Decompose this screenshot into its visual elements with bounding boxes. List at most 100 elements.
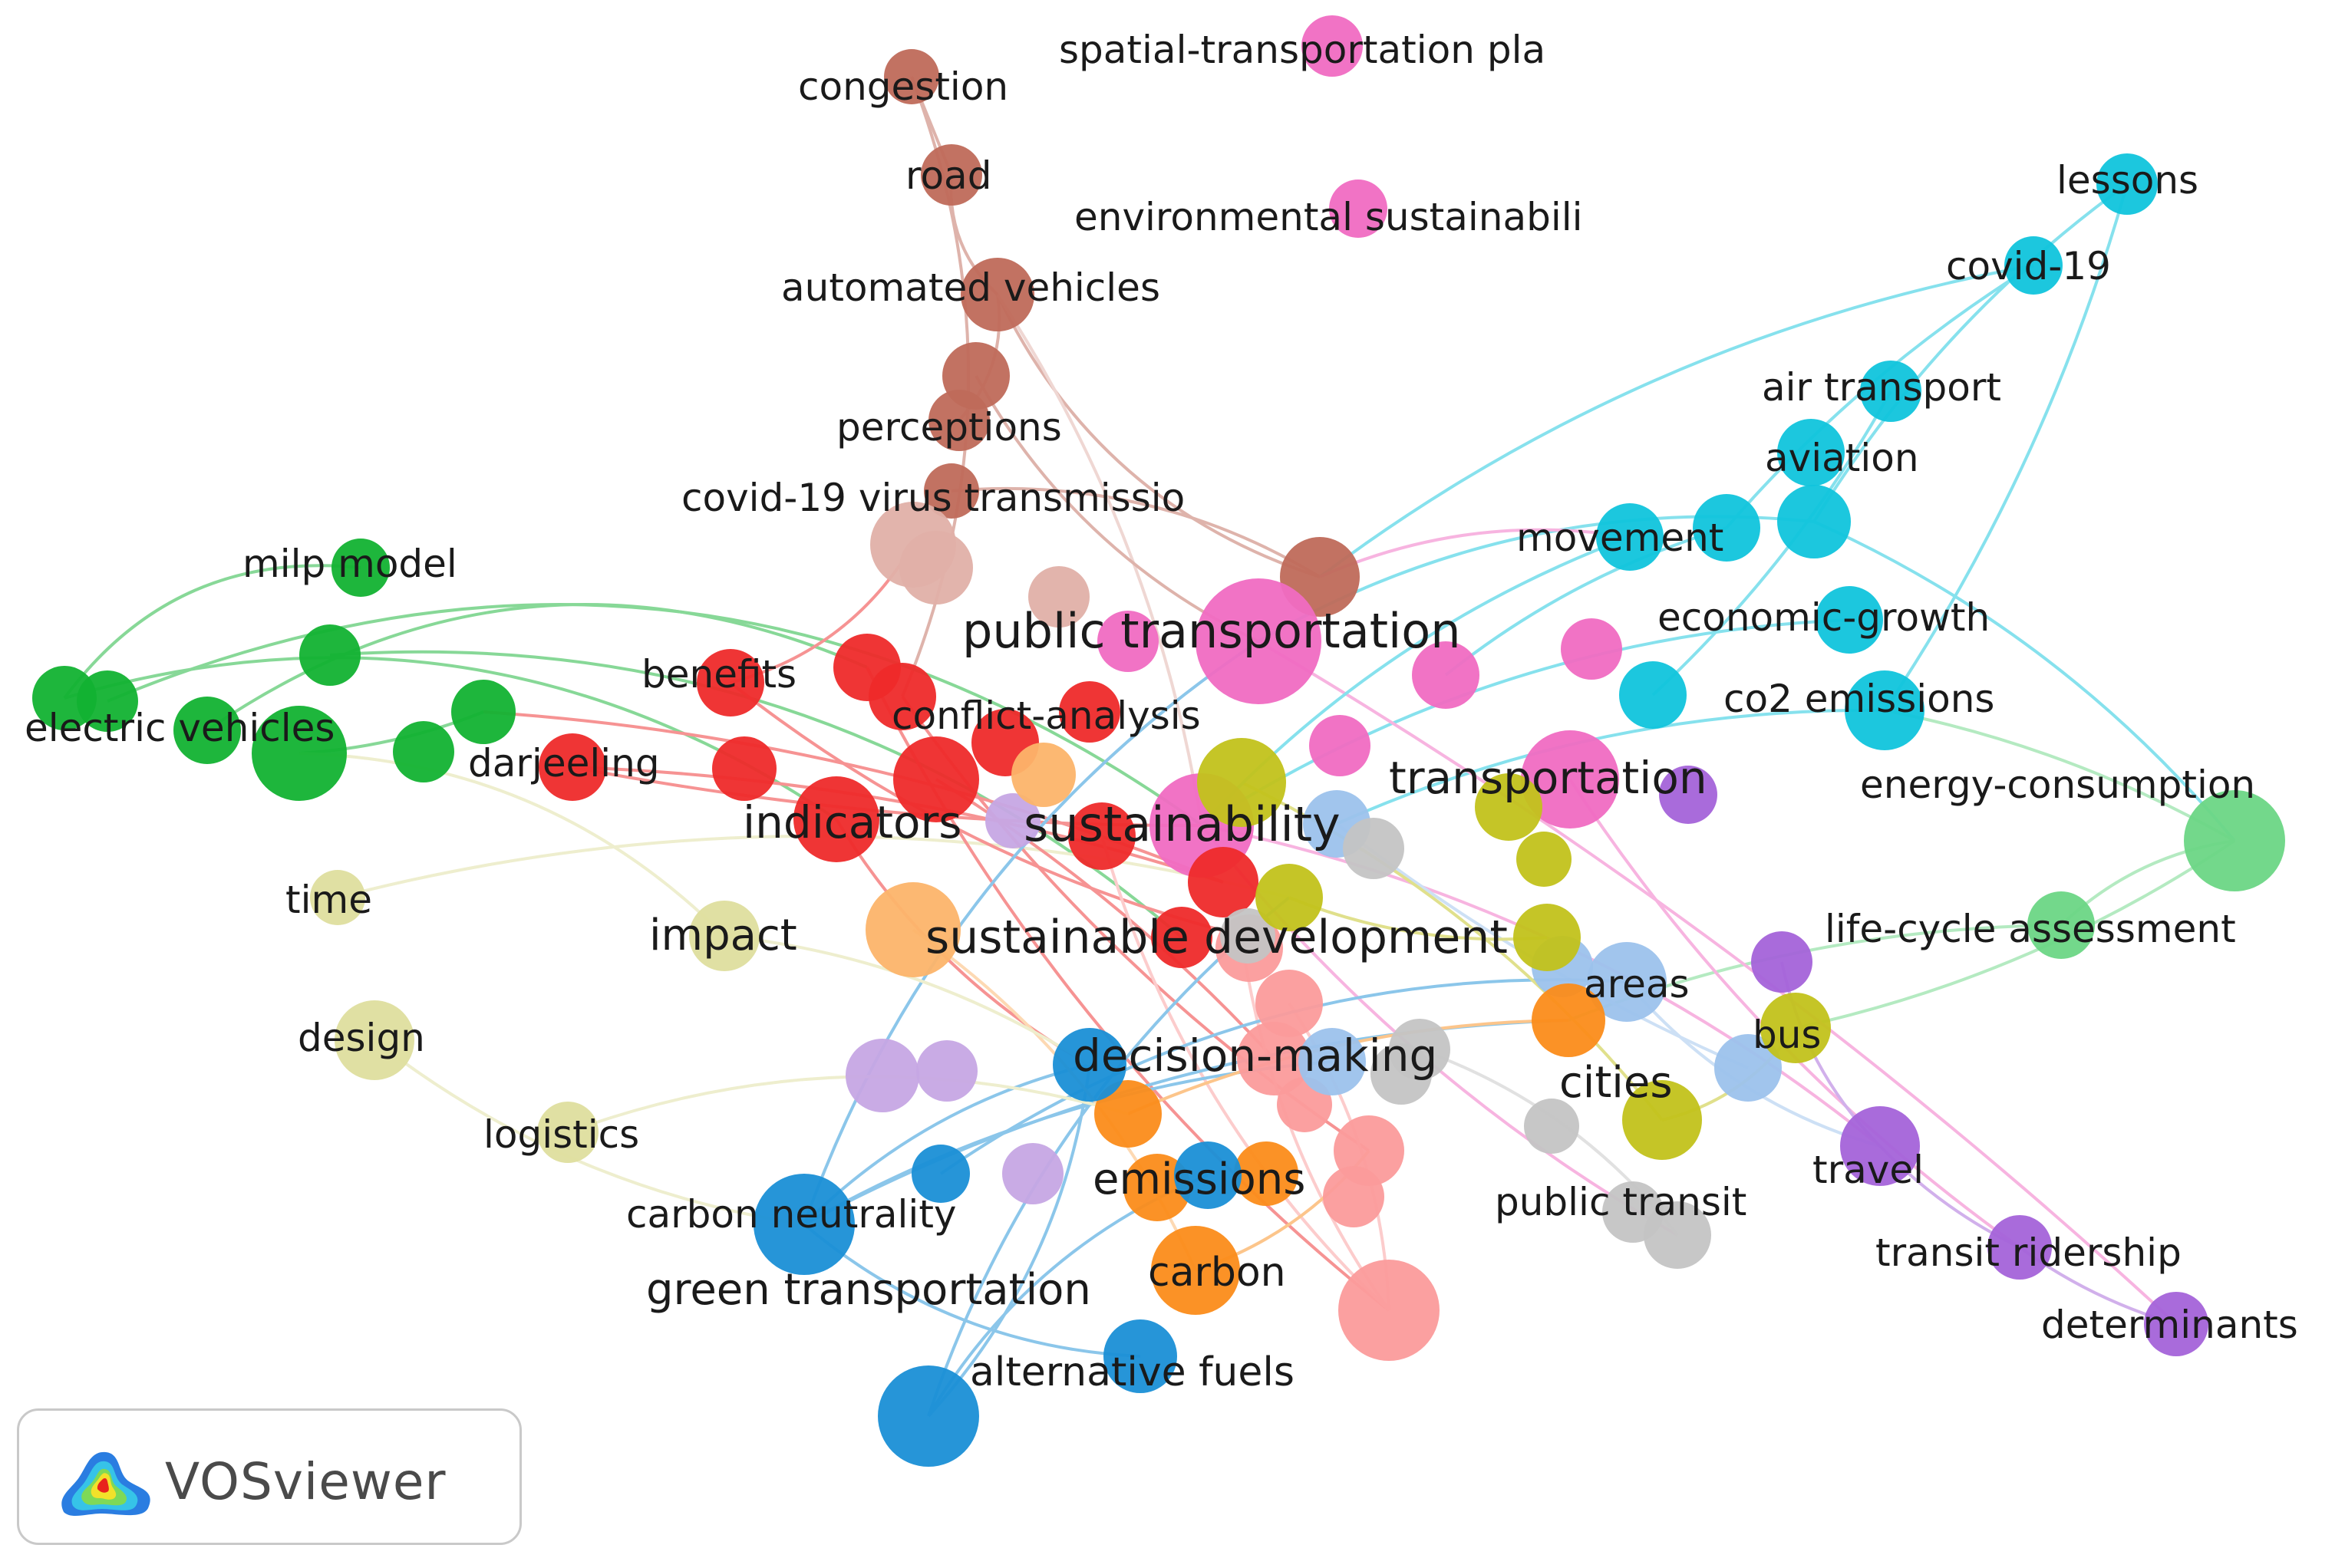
node-label-automated[interactable]: automated vehicles bbox=[781, 265, 1160, 310]
network-node[interactable] bbox=[912, 1145, 970, 1203]
network-node[interactable] bbox=[985, 793, 1041, 848]
network-node[interactable] bbox=[1622, 1080, 1702, 1160]
network-node[interactable] bbox=[2027, 891, 2095, 959]
node-label-carbonneutrality[interactable]: carbon neutrality bbox=[626, 1192, 957, 1237]
network-node[interactable] bbox=[1816, 586, 1883, 654]
node-label-lessons[interactable]: lessons bbox=[2056, 158, 2198, 203]
network-node[interactable] bbox=[331, 539, 390, 597]
network-node[interactable] bbox=[866, 882, 961, 977]
network-node[interactable] bbox=[754, 1174, 855, 1275]
node-label-sustainability[interactable]: sustainability bbox=[1024, 796, 1341, 852]
network-node[interactable] bbox=[1659, 766, 1717, 824]
network-node[interactable] bbox=[1123, 1154, 1191, 1221]
node-label-decision[interactable]: decision-making bbox=[1073, 1029, 1437, 1082]
network-node[interactable] bbox=[1343, 818, 1404, 879]
network-node[interactable] bbox=[1097, 611, 1159, 672]
network-node[interactable] bbox=[1987, 1215, 2052, 1280]
network-node[interactable] bbox=[1587, 942, 1667, 1022]
network-node[interactable] bbox=[537, 1102, 599, 1163]
network-node[interactable] bbox=[924, 463, 979, 519]
node-label-energycons[interactable]: energy-consumption bbox=[1860, 763, 2255, 807]
network-node[interactable] bbox=[1521, 730, 1619, 828]
network-node[interactable] bbox=[252, 706, 347, 801]
network-node[interactable] bbox=[1513, 904, 1581, 971]
network-node[interactable] bbox=[1596, 503, 1664, 571]
node-label-design[interactable]: design bbox=[298, 1016, 425, 1060]
network-node[interactable] bbox=[2004, 236, 2063, 295]
network-node[interactable] bbox=[793, 776, 879, 862]
network-node[interactable] bbox=[1693, 494, 1760, 562]
network-node[interactable] bbox=[1011, 743, 1076, 807]
network-node[interactable] bbox=[878, 1365, 979, 1467]
network-node[interactable] bbox=[1068, 802, 1136, 870]
network-node[interactable] bbox=[1094, 1080, 1162, 1148]
network-node[interactable] bbox=[697, 649, 764, 716]
network-node[interactable] bbox=[1059, 681, 1120, 743]
node-label-aviation[interactable]: aviation bbox=[1765, 436, 1919, 480]
network-node[interactable] bbox=[1751, 931, 1812, 993]
node-label-benefits[interactable]: benefits bbox=[641, 652, 797, 697]
node-label-time[interactable]: time bbox=[285, 878, 372, 922]
network-node[interactable] bbox=[689, 901, 760, 971]
network-node[interactable] bbox=[335, 1000, 414, 1080]
network-node[interactable] bbox=[1714, 1034, 1782, 1102]
network-node[interactable] bbox=[928, 390, 990, 451]
node-label-publictransportation[interactable]: public transportation bbox=[962, 603, 1461, 659]
network-node[interactable] bbox=[1777, 485, 1851, 558]
network-node[interactable] bbox=[1338, 1260, 1440, 1361]
network-node[interactable] bbox=[961, 258, 1034, 331]
network-node[interactable] bbox=[921, 144, 982, 206]
node-label-lca[interactable]: life-cycle assessment bbox=[1825, 907, 2236, 951]
network-node[interactable] bbox=[310, 870, 365, 925]
node-label-covidvirus[interactable]: covid-19 virus transmissio bbox=[681, 476, 1185, 520]
node-label-greentransportation[interactable]: green transportation bbox=[646, 1265, 1091, 1315]
network-node[interactable] bbox=[2184, 790, 2285, 891]
node-label-movement[interactable]: movement bbox=[1516, 516, 1723, 560]
node-label-econgrowth[interactable]: economic-growth bbox=[1657, 595, 1990, 640]
network-node[interactable] bbox=[1255, 970, 1323, 1037]
network-node[interactable] bbox=[1309, 715, 1370, 776]
network-node[interactable] bbox=[1028, 566, 1090, 628]
network-node[interactable] bbox=[1237, 1022, 1311, 1095]
node-label-electric[interactable]: electric vehicles bbox=[25, 706, 335, 750]
network-node[interactable] bbox=[1532, 983, 1605, 1057]
network-node[interactable] bbox=[846, 1039, 919, 1112]
node-label-bus[interactable]: bus bbox=[1753, 1013, 1821, 1057]
network-node[interactable] bbox=[393, 721, 454, 782]
network-node[interactable] bbox=[1524, 1099, 1579, 1154]
node-label-congestion[interactable]: congestion bbox=[798, 64, 1008, 109]
network-node[interactable] bbox=[1516, 832, 1572, 887]
network-node[interactable] bbox=[1329, 180, 1387, 238]
node-label-spatial[interactable]: spatial-transportation pla bbox=[1059, 28, 1545, 72]
node-label-cities[interactable]: cities bbox=[1559, 1058, 1673, 1108]
network-node[interactable] bbox=[869, 663, 936, 730]
network-node[interactable] bbox=[1220, 908, 1275, 964]
node-label-milp[interactable]: milp model bbox=[242, 542, 457, 586]
node-label-conflict[interactable]: conflict-analysis bbox=[892, 693, 1201, 738]
network-node[interactable] bbox=[893, 736, 979, 822]
network-node[interactable] bbox=[1188, 847, 1258, 917]
node-label-altfuels[interactable]: alternative fuels bbox=[970, 1349, 1295, 1395]
network-node[interactable] bbox=[1845, 670, 1924, 750]
network-node[interactable] bbox=[1644, 1201, 1711, 1269]
network-node[interactable] bbox=[1370, 1043, 1432, 1105]
node-label-publictransit[interactable]: public transit bbox=[1495, 1180, 1746, 1224]
node-label-airtransport[interactable]: air transport bbox=[1762, 365, 2001, 410]
network-node[interactable] bbox=[539, 733, 606, 801]
node-label-indicators[interactable]: indicators bbox=[743, 796, 962, 848]
network-node[interactable] bbox=[1412, 641, 1479, 709]
node-label-darjeeling[interactable]: darjeeling bbox=[468, 741, 660, 786]
network-node[interactable] bbox=[1860, 361, 1921, 422]
node-label-travel[interactable]: travel bbox=[1812, 1148, 1924, 1192]
network-node[interactable] bbox=[77, 670, 138, 732]
network-node[interactable] bbox=[1777, 419, 1845, 486]
network-node[interactable] bbox=[1619, 661, 1687, 729]
network-node[interactable] bbox=[1298, 1028, 1366, 1095]
network-node[interactable] bbox=[1103, 1319, 1177, 1393]
network-node[interactable] bbox=[1234, 1141, 1298, 1206]
node-label-envsus[interactable]: environmental sustainabili bbox=[1074, 195, 1583, 239]
network-node[interactable] bbox=[1840, 1106, 1920, 1186]
network-node[interactable] bbox=[1323, 1166, 1384, 1227]
network-node[interactable] bbox=[1301, 15, 1363, 77]
node-label-transitridership[interactable]: transit ridership bbox=[1875, 1230, 2182, 1275]
